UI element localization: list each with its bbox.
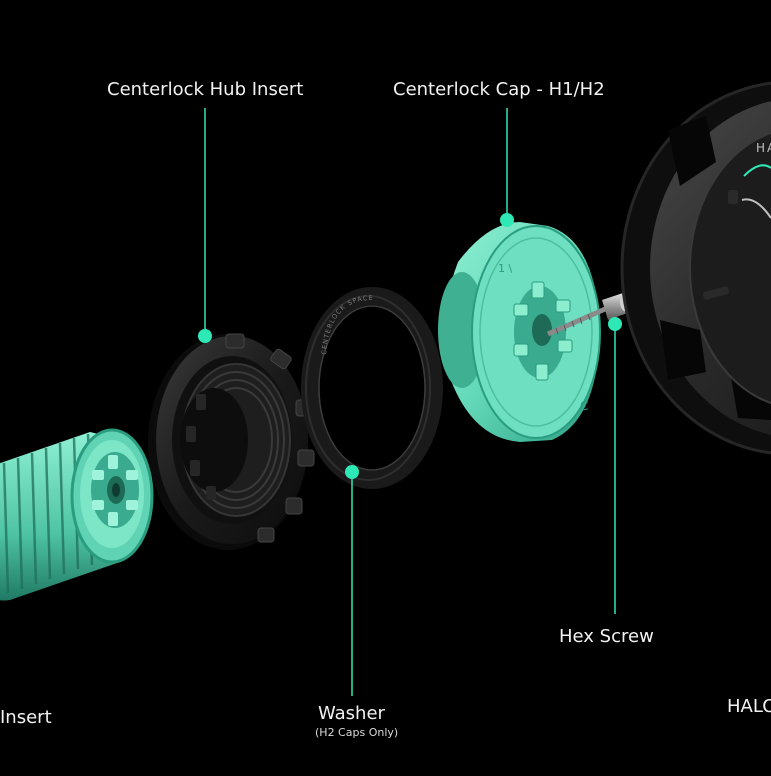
label-insert-partial: Insert bbox=[0, 707, 52, 728]
hub-insert-threaded-body bbox=[0, 428, 154, 601]
callout-cap bbox=[500, 108, 514, 227]
callout-washer bbox=[345, 465, 359, 696]
callout-dot-cap bbox=[500, 213, 514, 227]
cap-engraving-bottom: C bbox=[580, 399, 588, 413]
svg-text:CENTERLOCK SPACER · H2 · 1.5MM: CENTERLOCK SPACER · H2 · 1.5MM bbox=[0, 0, 374, 355]
label-hex-screw: Hex Screw bbox=[559, 626, 654, 647]
label-washer: Washer bbox=[318, 703, 385, 724]
spacer-ring-engraving: CENTERLOCK SPACER · H2 · 1.5MM bbox=[0, 0, 373, 355]
centerlock-cap: 1 \ C bbox=[438, 222, 601, 442]
centerlock-lockring bbox=[148, 333, 315, 550]
label-halo-partial: HALO bbox=[727, 696, 771, 717]
callout-dot-hub-insert bbox=[198, 329, 212, 343]
label-centerlock-cap: Centerlock Cap - H1/H2 bbox=[393, 79, 605, 100]
rotor-brand-text: HA bbox=[756, 141, 771, 155]
label-centerlock-hub-insert: Centerlock Hub Insert bbox=[107, 79, 304, 100]
callout-hub-insert bbox=[198, 108, 212, 343]
label-washer-note: (H2 Caps Only) bbox=[315, 726, 399, 739]
halo-rotor: HA bbox=[620, 81, 771, 455]
callout-hex-screw bbox=[608, 317, 622, 614]
callout-dot-washer bbox=[345, 465, 359, 479]
callout-dot-hex-screw bbox=[608, 317, 622, 331]
cap-engraving-top: 1 \ bbox=[498, 262, 512, 275]
